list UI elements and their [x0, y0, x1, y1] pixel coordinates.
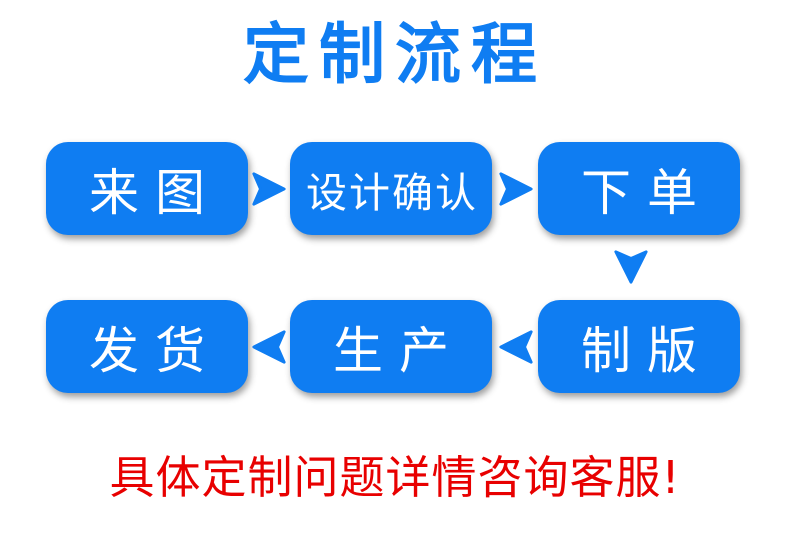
arrow-down-icon	[612, 247, 650, 287]
arrow-left-icon	[497, 327, 535, 367]
flow-step-label: 设计确认	[306, 168, 478, 217]
arrow-right-icon	[497, 169, 535, 209]
flow-step-place-order: 下单	[538, 142, 740, 235]
flow-step-shipping: 发货	[46, 300, 248, 393]
flow-step-plate-making: 制版	[538, 300, 740, 393]
arrow-right-icon	[250, 169, 288, 209]
flow-step-artwork: 来图	[46, 142, 248, 235]
flow-step-design-confirm: 设计确认	[290, 142, 492, 235]
flow-step-label: 下单	[581, 163, 713, 222]
flow-step-production: 生产	[290, 300, 492, 393]
footer-note: 具体定制问题详情咨询客服!	[109, 451, 681, 504]
flow-step-label: 来图	[89, 163, 221, 222]
page-title: 定制流程	[243, 16, 547, 93]
flow-step-label: 生产	[333, 321, 465, 380]
flow-step-label: 制版	[581, 321, 713, 380]
flow-step-label: 发货	[89, 321, 221, 380]
arrow-left-icon	[250, 327, 288, 367]
